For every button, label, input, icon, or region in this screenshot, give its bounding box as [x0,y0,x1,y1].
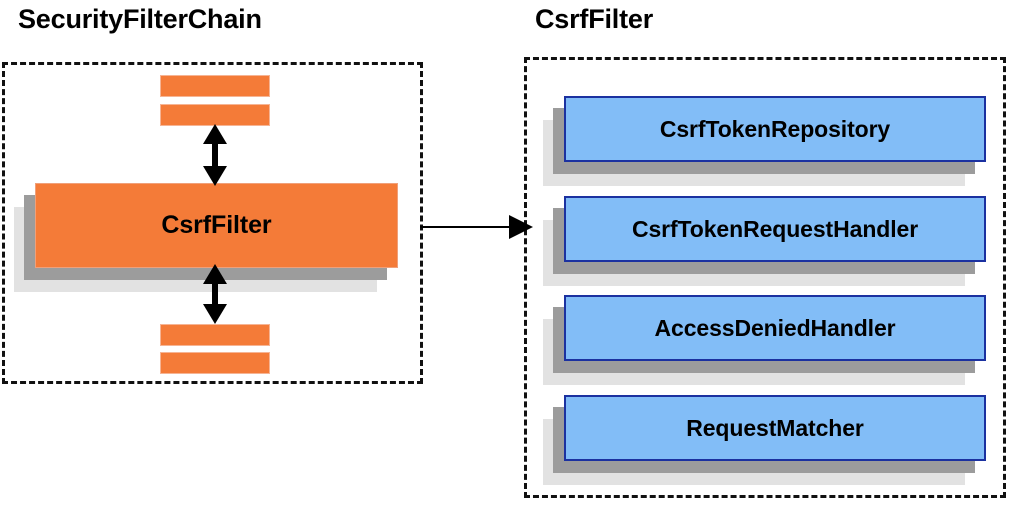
filter-bar-below-2 [160,352,270,374]
group-box-security-filter-chain [2,62,423,384]
node-csrffilter[interactable]: CsrfFilter [14,183,398,292]
node-requestmatcher[interactable]: RequestMatcher [543,395,986,485]
panel-title-security-filter-chain: SecurityFilterChain [18,4,262,34]
node-csrftokenrequesthandler[interactable]: CsrfTokenRequestHandler [543,196,986,286]
filter-bar-below-1 [160,324,270,346]
node-label: RequestMatcher [564,395,986,461]
filter-bar-above-1 [160,75,270,97]
group-box-csrf-filter [524,57,1006,498]
node-csrftokenrepository[interactable]: CsrfTokenRepository [543,96,986,186]
node-label: CsrfTokenRequestHandler [564,196,986,262]
connector-arrow-right-icon [420,215,533,239]
node-csrffilter-label: CsrfFilter [35,183,398,268]
filter-bar-above-2 [160,104,270,126]
double-arrow-up-icon [203,124,227,186]
node-label: AccessDeniedHandler [564,295,986,361]
node-label: CsrfTokenRepository [564,96,986,162]
node-accessdeniedhandler[interactable]: AccessDeniedHandler [543,295,986,385]
double-arrow-down-icon [203,264,227,324]
panel-title-csrf-filter: CsrfFilter [535,4,654,34]
